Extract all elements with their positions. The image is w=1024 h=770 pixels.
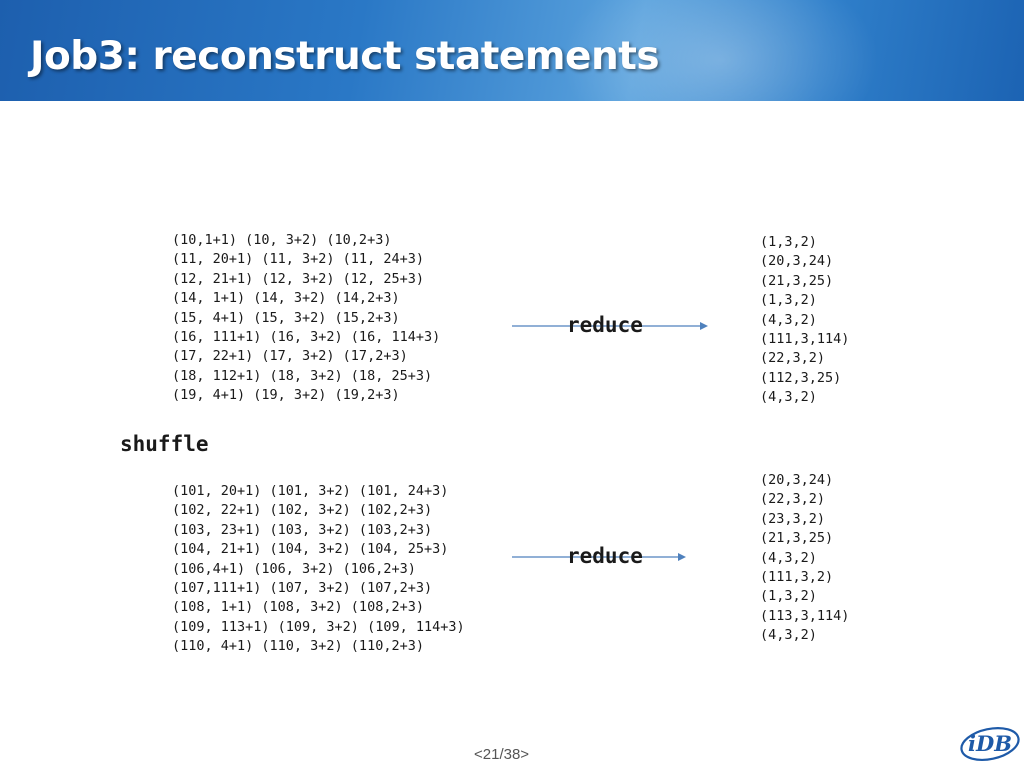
reduce-arrow-bottom [512,550,686,564]
reduce-label-top: reduce [567,313,643,337]
list-item: (111,3,114) [760,330,850,347]
reduce-arrow-top [512,319,708,333]
logo-text: iDB [968,731,1012,756]
list-item: (11, 20+1) (11, 3+2) (11, 24+3) [172,251,424,268]
list-item: (4,3,2) [760,311,817,328]
list-item: (1,3,2) [760,234,817,250]
list-item: (20,3,24) [760,472,834,488]
list-item: (103, 23+1) (103, 3+2) (103,2+3) [172,521,433,538]
reduce-label-bottom: reduce [567,544,643,568]
idb-logo-icon: iDB [958,720,1022,766]
list-item: (14, 1+1) (14, 3+2) (14,2+3) [172,290,400,307]
reduce-output-list-bottom: (20,3,24) (22,3,2) (23,3,2) (21,3,25) (4,3,2… [760,471,849,646]
list-item: (113,3,114) [760,607,850,624]
map-output-list-top: (10,1+1) (10, 3+2) (10,2+3) (11, 20+1) (1… [172,231,440,406]
list-item: (110, 4+1) (110, 3+2) (110,2+3) [172,638,424,655]
arrow-right-icon [512,553,686,561]
list-item: (111,3,2) [760,568,834,585]
list-item: (106,4+1) (106, 3+2) (106,2+3) [172,560,416,577]
list-item: (21,3,25) [760,530,834,547]
list-item: (23,3,2) [760,510,826,527]
list-item: (4,3,2) [760,389,817,406]
list-item: (20,3,24) [760,253,834,270]
list-item: (16, 111+1) (16, 3+2) (16, 114+3) [172,328,441,345]
header-highlight [560,0,880,101]
list-item: (12, 21+1) (12, 3+2) (12, 25+3) [172,270,424,287]
list-item: (108, 1+1) (108, 3+2) (108,2+3) [172,599,424,616]
arrow-right-icon [512,322,708,330]
reduce-output-list-top: (1,3,2) (20,3,24) (21,3,25) (1,3,2) (4,3,2) (… [760,233,849,408]
slide-title: Job3: reconstruct statements [30,34,660,79]
title-bar: Job3: reconstruct statements [0,0,1024,101]
list-item: (17, 22+1) (17, 3+2) (17,2+3) [172,348,408,365]
list-item: (22,3,2) [760,491,826,508]
list-item: (4,3,2) [760,627,817,644]
list-item: (102, 22+1) (102, 3+2) (102,2+3) [172,502,433,519]
list-item: (107,111+1) (107, 3+2) (107,2+3) [172,579,433,596]
list-item: (101, 20+1) (101, 3+2) (101, 24+3) [172,483,449,499]
list-item: (104, 21+1) (104, 3+2) (104, 25+3) [172,541,449,558]
list-item: (4,3,2) [760,549,817,566]
map-output-list-bottom: (101, 20+1) (101, 3+2) (101, 24+3) (102, … [172,482,465,657]
list-item: (22,3,2) [760,350,826,367]
shuffle-label: shuffle [120,432,209,456]
page-number: <21/38> [474,746,530,763]
list-item: (19, 4+1) (19, 3+2) (19,2+3) [172,387,400,404]
list-item: (10,1+1) (10, 3+2) (10,2+3) [172,232,392,248]
list-item: (21,3,25) [760,272,834,289]
list-item: (18, 112+1) (18, 3+2) (18, 25+3) [172,367,433,384]
list-item: (1,3,2) [760,588,817,605]
list-item: (1,3,2) [760,292,817,309]
list-item: (112,3,25) [760,369,842,386]
list-item: (109, 113+1) (109, 3+2) (109, 114+3) [172,618,465,635]
list-item: (15, 4+1) (15, 3+2) (15,2+3) [172,309,400,326]
